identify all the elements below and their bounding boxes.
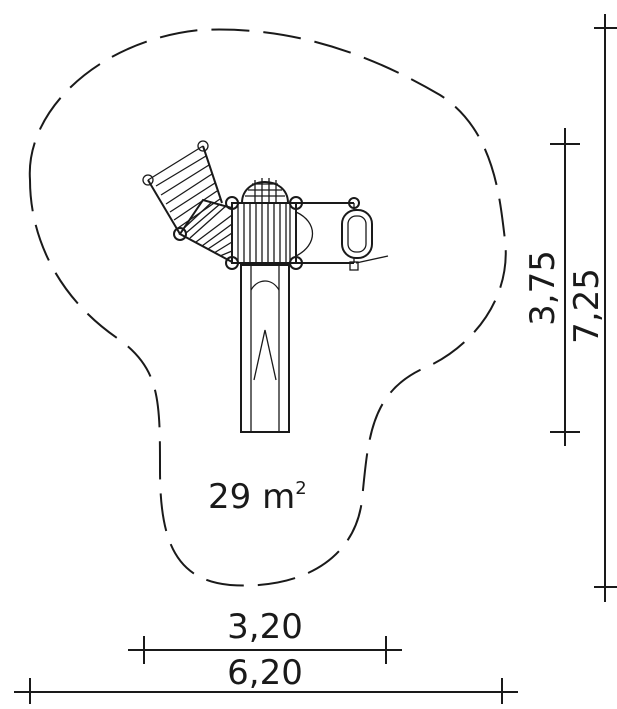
- roof-dome: [241, 178, 289, 204]
- safety-width-label: 6,20: [227, 653, 303, 693]
- safety-zone-outline: [28, 28, 507, 587]
- posts: [173, 196, 360, 270]
- platform: [231, 202, 297, 264]
- dimension-equipment-width: [128, 636, 402, 664]
- safety-depth-label: 7,25: [567, 268, 607, 344]
- play-equipment: [142, 140, 389, 433]
- dimension-safety-depth: [594, 14, 617, 602]
- swing: [295, 202, 389, 271]
- ladder: [142, 140, 223, 235]
- area-label: 29 m2: [208, 477, 307, 517]
- equipment-width-label: 3,20: [227, 607, 303, 647]
- slide: [240, 264, 290, 433]
- dimension-safety-width: [14, 678, 518, 704]
- dimension-equipment-depth: [550, 128, 580, 446]
- equipment-depth-label: 3,75: [523, 250, 563, 326]
